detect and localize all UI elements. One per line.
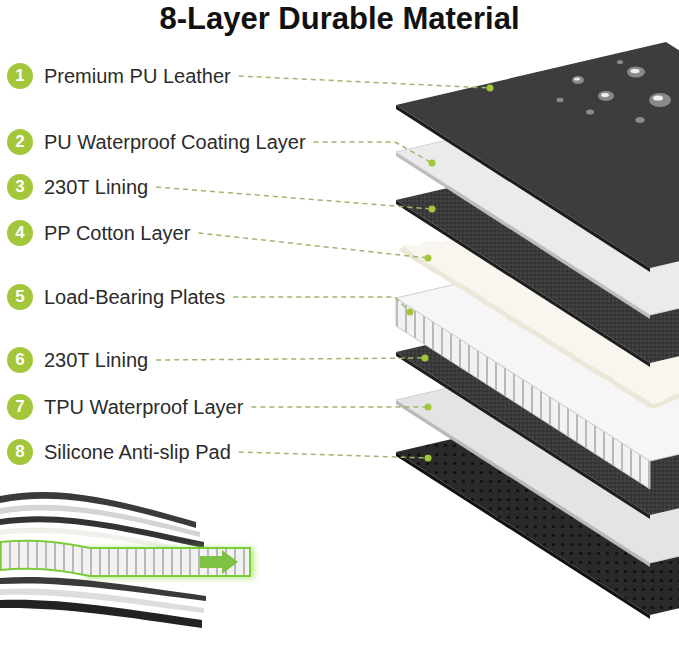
callout-number: 6 — [7, 347, 33, 373]
leader-dot — [407, 309, 414, 316]
leader-dot — [429, 206, 436, 213]
callout-number-text: 2 — [11, 132, 28, 152]
layer-name: Premium PU Leather — [44, 64, 231, 88]
leader-line — [233, 297, 410, 312]
callout-number: 7 — [7, 394, 33, 420]
leader-dot — [487, 85, 494, 92]
layer-name: TPU Waterproof Layer — [44, 395, 243, 419]
callout-number: 2 — [7, 129, 33, 155]
stack-illustration — [0, 492, 254, 628]
layer-name: PU Waterproof Coating Layer — [44, 130, 306, 154]
layer-name: Silicone Anti-slip Pad — [44, 440, 231, 464]
callout-number-text: 7 — [11, 397, 28, 417]
callout-number-text: 6 — [11, 350, 28, 370]
leader-line — [251, 406, 428, 408]
callout-number-text: 4 — [11, 223, 28, 243]
callout-number-text: 5 — [11, 287, 28, 307]
callout-number-text: 3 — [11, 177, 28, 197]
leader-line — [239, 76, 490, 88]
callout-number-text: 8 — [11, 442, 28, 462]
leather-layer — [396, 42, 679, 272]
callout-number-text: 1 — [11, 66, 28, 86]
leader-line — [239, 452, 428, 458]
leader-line — [314, 142, 432, 163]
leader-dot — [425, 455, 432, 462]
diagram-title: 8-Layer Durable Material — [0, 0, 679, 38]
leader-line — [198, 233, 428, 258]
callout-number: 8 — [7, 439, 33, 465]
leader-dot — [429, 160, 436, 167]
leader-line — [156, 187, 432, 209]
callout-number: 4 — [7, 220, 33, 246]
leader-dot — [422, 355, 429, 362]
layer-name: Load-Bearing Plates — [44, 285, 225, 309]
layer-name: 230T Lining — [44, 175, 148, 199]
callout-number: 1 — [7, 63, 33, 89]
leader-dot — [425, 404, 432, 411]
callout-number: 3 — [7, 174, 33, 200]
callout-number: 5 — [7, 284, 33, 310]
layer-name: PP Cotton Layer — [44, 221, 190, 245]
leader-dot — [425, 255, 432, 262]
layer-name: 230T Lining — [44, 348, 148, 372]
leader-line — [156, 358, 425, 360]
